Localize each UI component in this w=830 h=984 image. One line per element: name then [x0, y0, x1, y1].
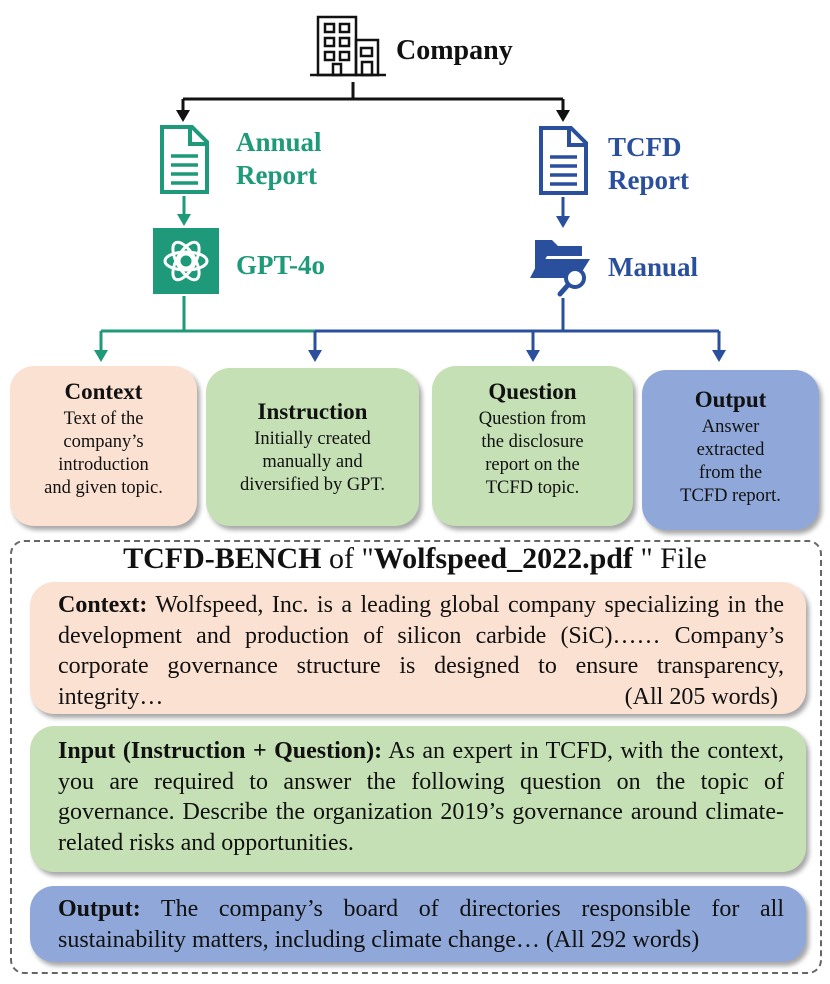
card-output: Output Answer extracted from the TCFD re… [642, 370, 819, 530]
panel-label: Context: [58, 592, 148, 618]
card-question: Question Question from the disclosure re… [432, 366, 633, 526]
card-title: Output [694, 387, 767, 412]
bench-frame [10, 540, 822, 974]
card-title: Instruction [257, 399, 368, 424]
card-context: Context Text of the company’s introducti… [10, 366, 197, 526]
bench-title-of: of " [321, 542, 374, 575]
gpt-logo-icon [153, 228, 219, 294]
bench-title-file: Wolfspeed_2022.pdf [373, 542, 633, 575]
bench-title-end: " File [632, 542, 707, 575]
panel-label: Input (Instruction + Question): [58, 738, 383, 764]
bench-title: TCFD-BENCH of "Wolfspeed_2022.pdf " File [0, 541, 830, 577]
tcfd-report-label-line1: TCFD [608, 132, 682, 162]
card-title: Context [64, 379, 143, 404]
bench-title-name: TCFD-BENCH [123, 542, 322, 575]
building-icon [310, 15, 386, 77]
card-body: Text of the company’s introduction and g… [44, 409, 163, 498]
manual-label: Manual [608, 252, 699, 282]
card-body: Question from the disclosure report on t… [478, 409, 587, 498]
manual-folder-search-icon [530, 240, 590, 297]
panel-text: As an expert in TCFD, with the context, … [58, 738, 784, 856]
card-instruction: Instruction Initially created manually a… [206, 368, 419, 526]
panel-label: Output: [58, 896, 141, 922]
panel-text: The company’s board of directories respo… [58, 896, 784, 953]
annual-report-label-line1: Annual [236, 127, 322, 157]
company-label: Company [396, 35, 513, 66]
panel-context: Context: Wolfspeed, Inc. is a leading gl… [30, 582, 806, 714]
panel-output: Output: The company’s board of directori… [30, 886, 806, 962]
word-count: (All 205 words) [624, 683, 778, 710]
gpt-label: GPT-4o [236, 250, 326, 280]
card-body: Answer extracted from the TCFD report. [680, 417, 781, 506]
card-body: Initially created manually and diversifi… [239, 429, 386, 495]
annual-report-label-line2: Report [236, 160, 317, 190]
annual-report-document-icon [160, 125, 209, 194]
tcfd-report-document-icon [539, 126, 588, 195]
panel-text: Wolfspeed, Inc. is a leading global comp… [58, 592, 784, 710]
tcfd-report-label-line2: Report [608, 165, 689, 195]
panel-input: Input (Instruction + Question): As an ex… [30, 726, 806, 872]
card-title: Question [488, 379, 577, 404]
